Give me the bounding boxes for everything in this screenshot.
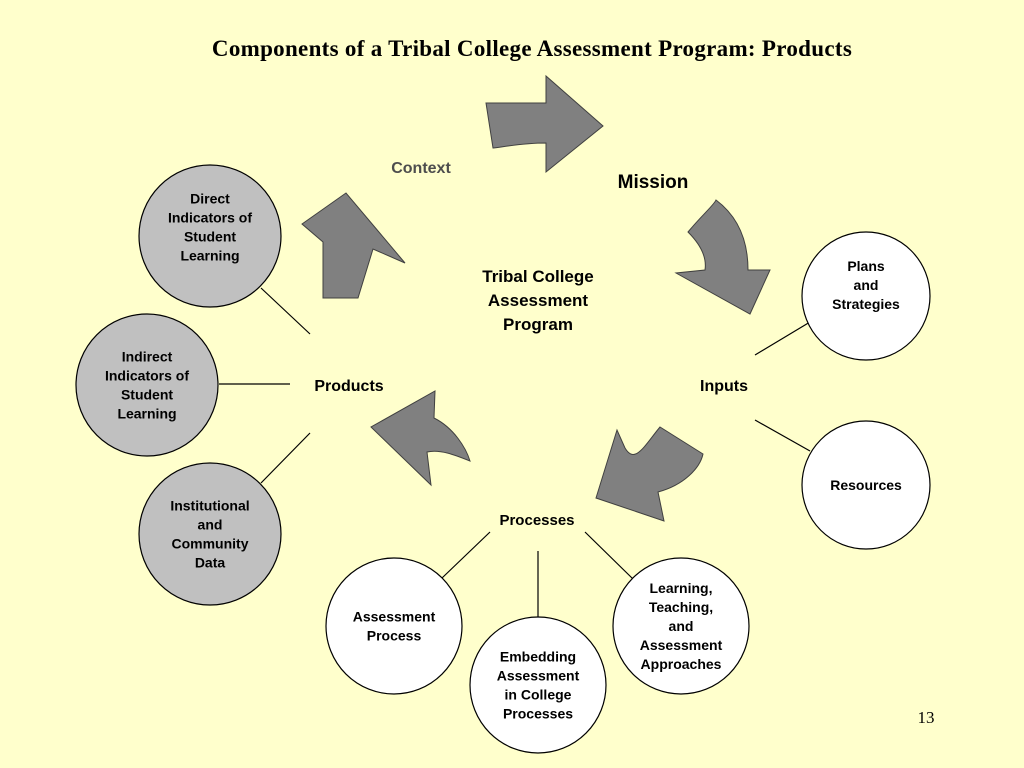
text-line: Learning bbox=[117, 406, 176, 422]
text-line: and bbox=[198, 517, 223, 533]
text-line: Plans bbox=[847, 258, 885, 274]
connector-learning-teaching bbox=[584, 531, 634, 580]
arrow-products-to-context bbox=[301, 192, 406, 299]
text-line: Processes bbox=[503, 706, 573, 722]
text-line: Embedding bbox=[500, 649, 576, 665]
component-circles bbox=[75, 164, 931, 754]
circle-plans-strategies bbox=[801, 231, 931, 361]
text-line: and bbox=[854, 277, 879, 293]
text-line: Indirect bbox=[122, 349, 173, 365]
circle-resources bbox=[801, 420, 931, 550]
text-line: Assessment bbox=[353, 609, 436, 625]
text-line: Learning bbox=[180, 248, 239, 264]
circle-indirect-indicators bbox=[75, 313, 219, 457]
slide-number: 13 bbox=[917, 708, 935, 727]
text-line: Assessment bbox=[488, 291, 589, 310]
text-line: in College bbox=[505, 687, 572, 703]
arrow-processes-to-products bbox=[370, 390, 471, 487]
text-line: Indicators of bbox=[168, 210, 252, 226]
circle-embedding-assessment bbox=[469, 616, 607, 754]
label-context: Context bbox=[391, 160, 451, 177]
text-line: Resources bbox=[830, 477, 902, 493]
connector-assessment-process bbox=[441, 531, 491, 579]
connector-lines bbox=[219, 287, 811, 617]
cycle-arrows bbox=[301, 74, 771, 522]
text-line: Data bbox=[195, 555, 226, 571]
text-line: Student bbox=[184, 229, 236, 245]
text-line: Process bbox=[367, 628, 422, 644]
text-line: Approaches bbox=[641, 656, 722, 672]
connector-resources bbox=[754, 419, 811, 452]
text-line: Community bbox=[172, 536, 249, 552]
label-products: Products bbox=[314, 378, 383, 395]
circle-assessment-process bbox=[325, 557, 463, 695]
text-line: Institutional bbox=[170, 498, 249, 514]
label-mission: Mission bbox=[618, 172, 689, 193]
connector-institutional-data bbox=[260, 432, 311, 484]
text-line: Teaching, bbox=[649, 599, 713, 615]
circle-direct-indicators bbox=[138, 164, 282, 308]
circle-resources-label: Resources bbox=[830, 477, 902, 493]
circle-learning-teaching bbox=[612, 557, 750, 695]
text-line: Program bbox=[503, 315, 573, 334]
text-line: Student bbox=[121, 387, 173, 403]
text-line: Strategies bbox=[832, 296, 900, 312]
arrow-inputs-to-processes bbox=[595, 426, 704, 522]
arrow-context-to-mission bbox=[485, 74, 604, 174]
text-line: and bbox=[669, 618, 694, 634]
connector-plans-strategies bbox=[754, 321, 811, 356]
circle-institutional-data bbox=[138, 462, 282, 606]
label-processes: Processes bbox=[499, 512, 574, 529]
text-line: Assessment bbox=[640, 637, 723, 653]
slide-title: Components of a Tribal College Assessmen… bbox=[211, 36, 853, 61]
text-line: Learning, bbox=[649, 580, 712, 596]
text-line: Indicators of bbox=[105, 368, 189, 384]
label-inputs: Inputs bbox=[700, 378, 748, 395]
text-line: Direct bbox=[190, 191, 230, 207]
text-line: Tribal College bbox=[482, 267, 593, 286]
arrow-mission-to-inputs bbox=[674, 199, 771, 315]
connector-direct-indicators bbox=[260, 287, 311, 335]
text-line: Assessment bbox=[497, 668, 580, 684]
